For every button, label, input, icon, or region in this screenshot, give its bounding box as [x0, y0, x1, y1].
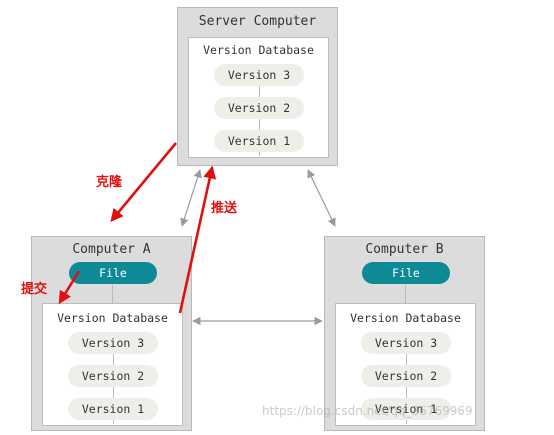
computer-a-version-1: Version 1 [68, 398, 158, 420]
computer-a-version-database: Version Database Version 3 Version 2 Ver… [42, 303, 183, 426]
push-label: 推送 [211, 201, 238, 216]
server-version-1: Version 1 [214, 130, 304, 152]
computer-b-version-database: Version Database Version 3 Version 2 Ver… [335, 303, 476, 426]
computer-a-title: Computer A [72, 242, 151, 257]
server-computer-title: Server Computer [198, 14, 317, 29]
server-computer-panel: Server Computer Version Database Version… [177, 7, 338, 166]
computer-a-panel: Computer A File Version Database Version… [31, 236, 192, 431]
computer-b-title: Computer B [365, 242, 444, 257]
push-arrow [178, 165, 217, 314]
computer-a-db-title: Version Database [57, 311, 168, 325]
clone-label: 克隆 [96, 175, 123, 190]
computer-b-version-2: Version 2 [361, 365, 451, 387]
commit-label: 提交 [21, 282, 48, 297]
server-db-title: Version Database [203, 43, 314, 57]
computer-b-db-title: Version Database [350, 311, 461, 325]
server-version-2: Version 2 [214, 97, 304, 119]
server-version-3: Version 3 [214, 64, 304, 86]
computer-a-file: File [69, 262, 157, 284]
computer-b-version-1: Version 1 [361, 398, 451, 420]
clone-arrow [110, 142, 177, 222]
computer-b-file: File [362, 262, 450, 284]
sync-arrow-server-b [307, 169, 336, 227]
commit-arrow [58, 270, 81, 305]
computer-b-version-3: Version 3 [361, 332, 451, 354]
computer-a-version-3: Version 3 [68, 332, 158, 354]
computer-a-version-2: Version 2 [68, 365, 158, 387]
watermark-text: https://blog.csdn.net/qq_36769969 [262, 404, 473, 418]
computer-b-panel: Computer B File Version Database Version… [324, 236, 485, 431]
sync-arrow-server-a [180, 169, 202, 227]
server-version-database: Version Database Version 3 Version 2 Ver… [188, 37, 329, 158]
